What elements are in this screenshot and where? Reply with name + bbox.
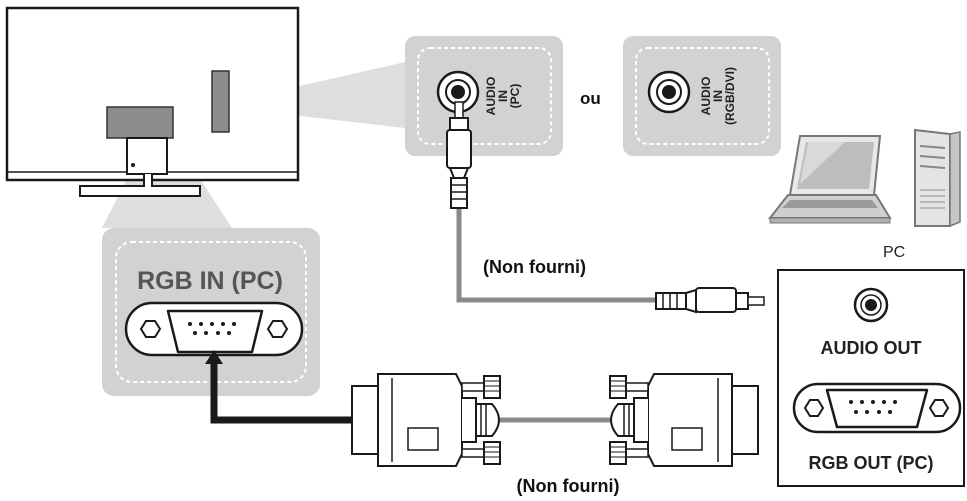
rgb-signal-arrowhead bbox=[205, 350, 223, 364]
vga-plug-left bbox=[351, 373, 501, 467]
audio-in-pc-label-line2: IN bbox=[496, 90, 510, 102]
vga-port-tv bbox=[124, 301, 304, 357]
pc-label: PC bbox=[883, 244, 905, 261]
audio-in-pc-panel: AUDIO IN (PC) bbox=[405, 36, 563, 156]
vga-cable-note: (Non fourni) bbox=[517, 476, 620, 496]
audio-in-rgbdvi-label-line2: IN bbox=[711, 90, 725, 102]
pc-rear-panel: AUDIO OUT RGB OUT (PC) bbox=[777, 269, 965, 487]
vga-port-pc bbox=[792, 382, 962, 434]
audio-out-jack bbox=[853, 287, 889, 323]
tv-monitor bbox=[5, 6, 300, 197]
tv-rear-port-area bbox=[106, 106, 174, 139]
rgb-in-pc-panel: RGB IN (PC) bbox=[102, 228, 320, 396]
tv-stand-base bbox=[79, 174, 201, 197]
audio-cable-note: (Non fourni) bbox=[483, 257, 586, 277]
rgb-out-pc-label: RGB OUT (PC) bbox=[809, 453, 934, 473]
vga-plug-right bbox=[609, 373, 759, 467]
desktop-tower-icon bbox=[914, 128, 961, 228]
audio-in-pc-label-line3: (PC) bbox=[508, 84, 522, 109]
rgb-in-pc-label: RGB IN (PC) bbox=[137, 267, 283, 295]
tv-stand-neck bbox=[126, 137, 168, 175]
laptop-icon bbox=[767, 135, 892, 224]
or-connector-word: ou bbox=[580, 89, 601, 108]
audio-in-rgbdvi-panel: AUDIO IN (RGB/DVI) bbox=[623, 36, 781, 156]
audio-in-rgbdvi-label-line1: AUDIO bbox=[699, 77, 713, 116]
rgb-signal-path bbox=[210, 360, 364, 424]
audio-in-rgbdvi-label-line3: (RGB/DVI) bbox=[723, 67, 737, 125]
audio-cable bbox=[446, 101, 765, 314]
audio-out-label: AUDIO OUT bbox=[821, 338, 922, 358]
audio-in-pc-label-line1: AUDIO bbox=[484, 77, 498, 116]
tv-side-port-area bbox=[211, 70, 230, 133]
